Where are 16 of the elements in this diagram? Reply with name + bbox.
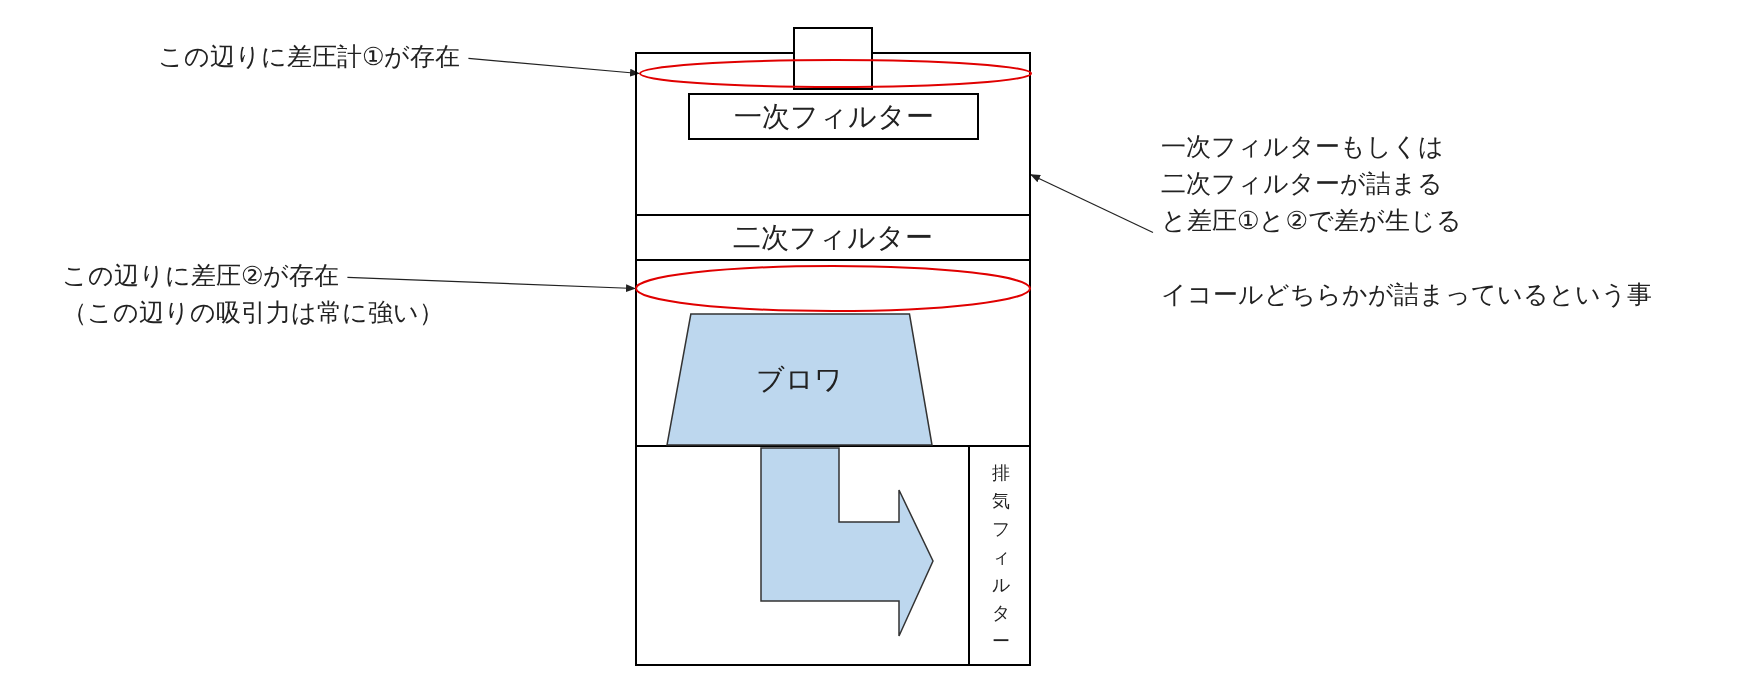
annotation-text: この辺りに差圧②が存在 bbox=[62, 260, 340, 292]
ellipse-marking bbox=[639, 59, 1032, 88]
annotation-text: 一次フィルターもしくは二次フィルターが詰まると差圧①と②で差が生じる bbox=[1161, 131, 1463, 237]
exhaust-filter-box: 排気フィルター bbox=[968, 445, 1031, 666]
small-box bbox=[793, 27, 873, 90]
arrow bbox=[1030, 174, 1154, 234]
filter-band: 二次フィルター bbox=[635, 214, 1031, 261]
arrow bbox=[467, 57, 640, 77]
filter-box: 一次フィルター bbox=[688, 93, 979, 140]
annotation-text: この辺りに差圧計①が存在 bbox=[158, 41, 461, 73]
ellipse-marking bbox=[635, 265, 1031, 312]
annotation-text: （この辺りの吸引力は常に強い） bbox=[62, 297, 444, 329]
annotation-text: イコールどちらかが詰まっているという事 bbox=[1161, 279, 1652, 311]
housing-outline bbox=[635, 52, 1031, 666]
blower-trapezoid: ブロワ bbox=[667, 314, 932, 445]
arrow bbox=[346, 276, 636, 293]
